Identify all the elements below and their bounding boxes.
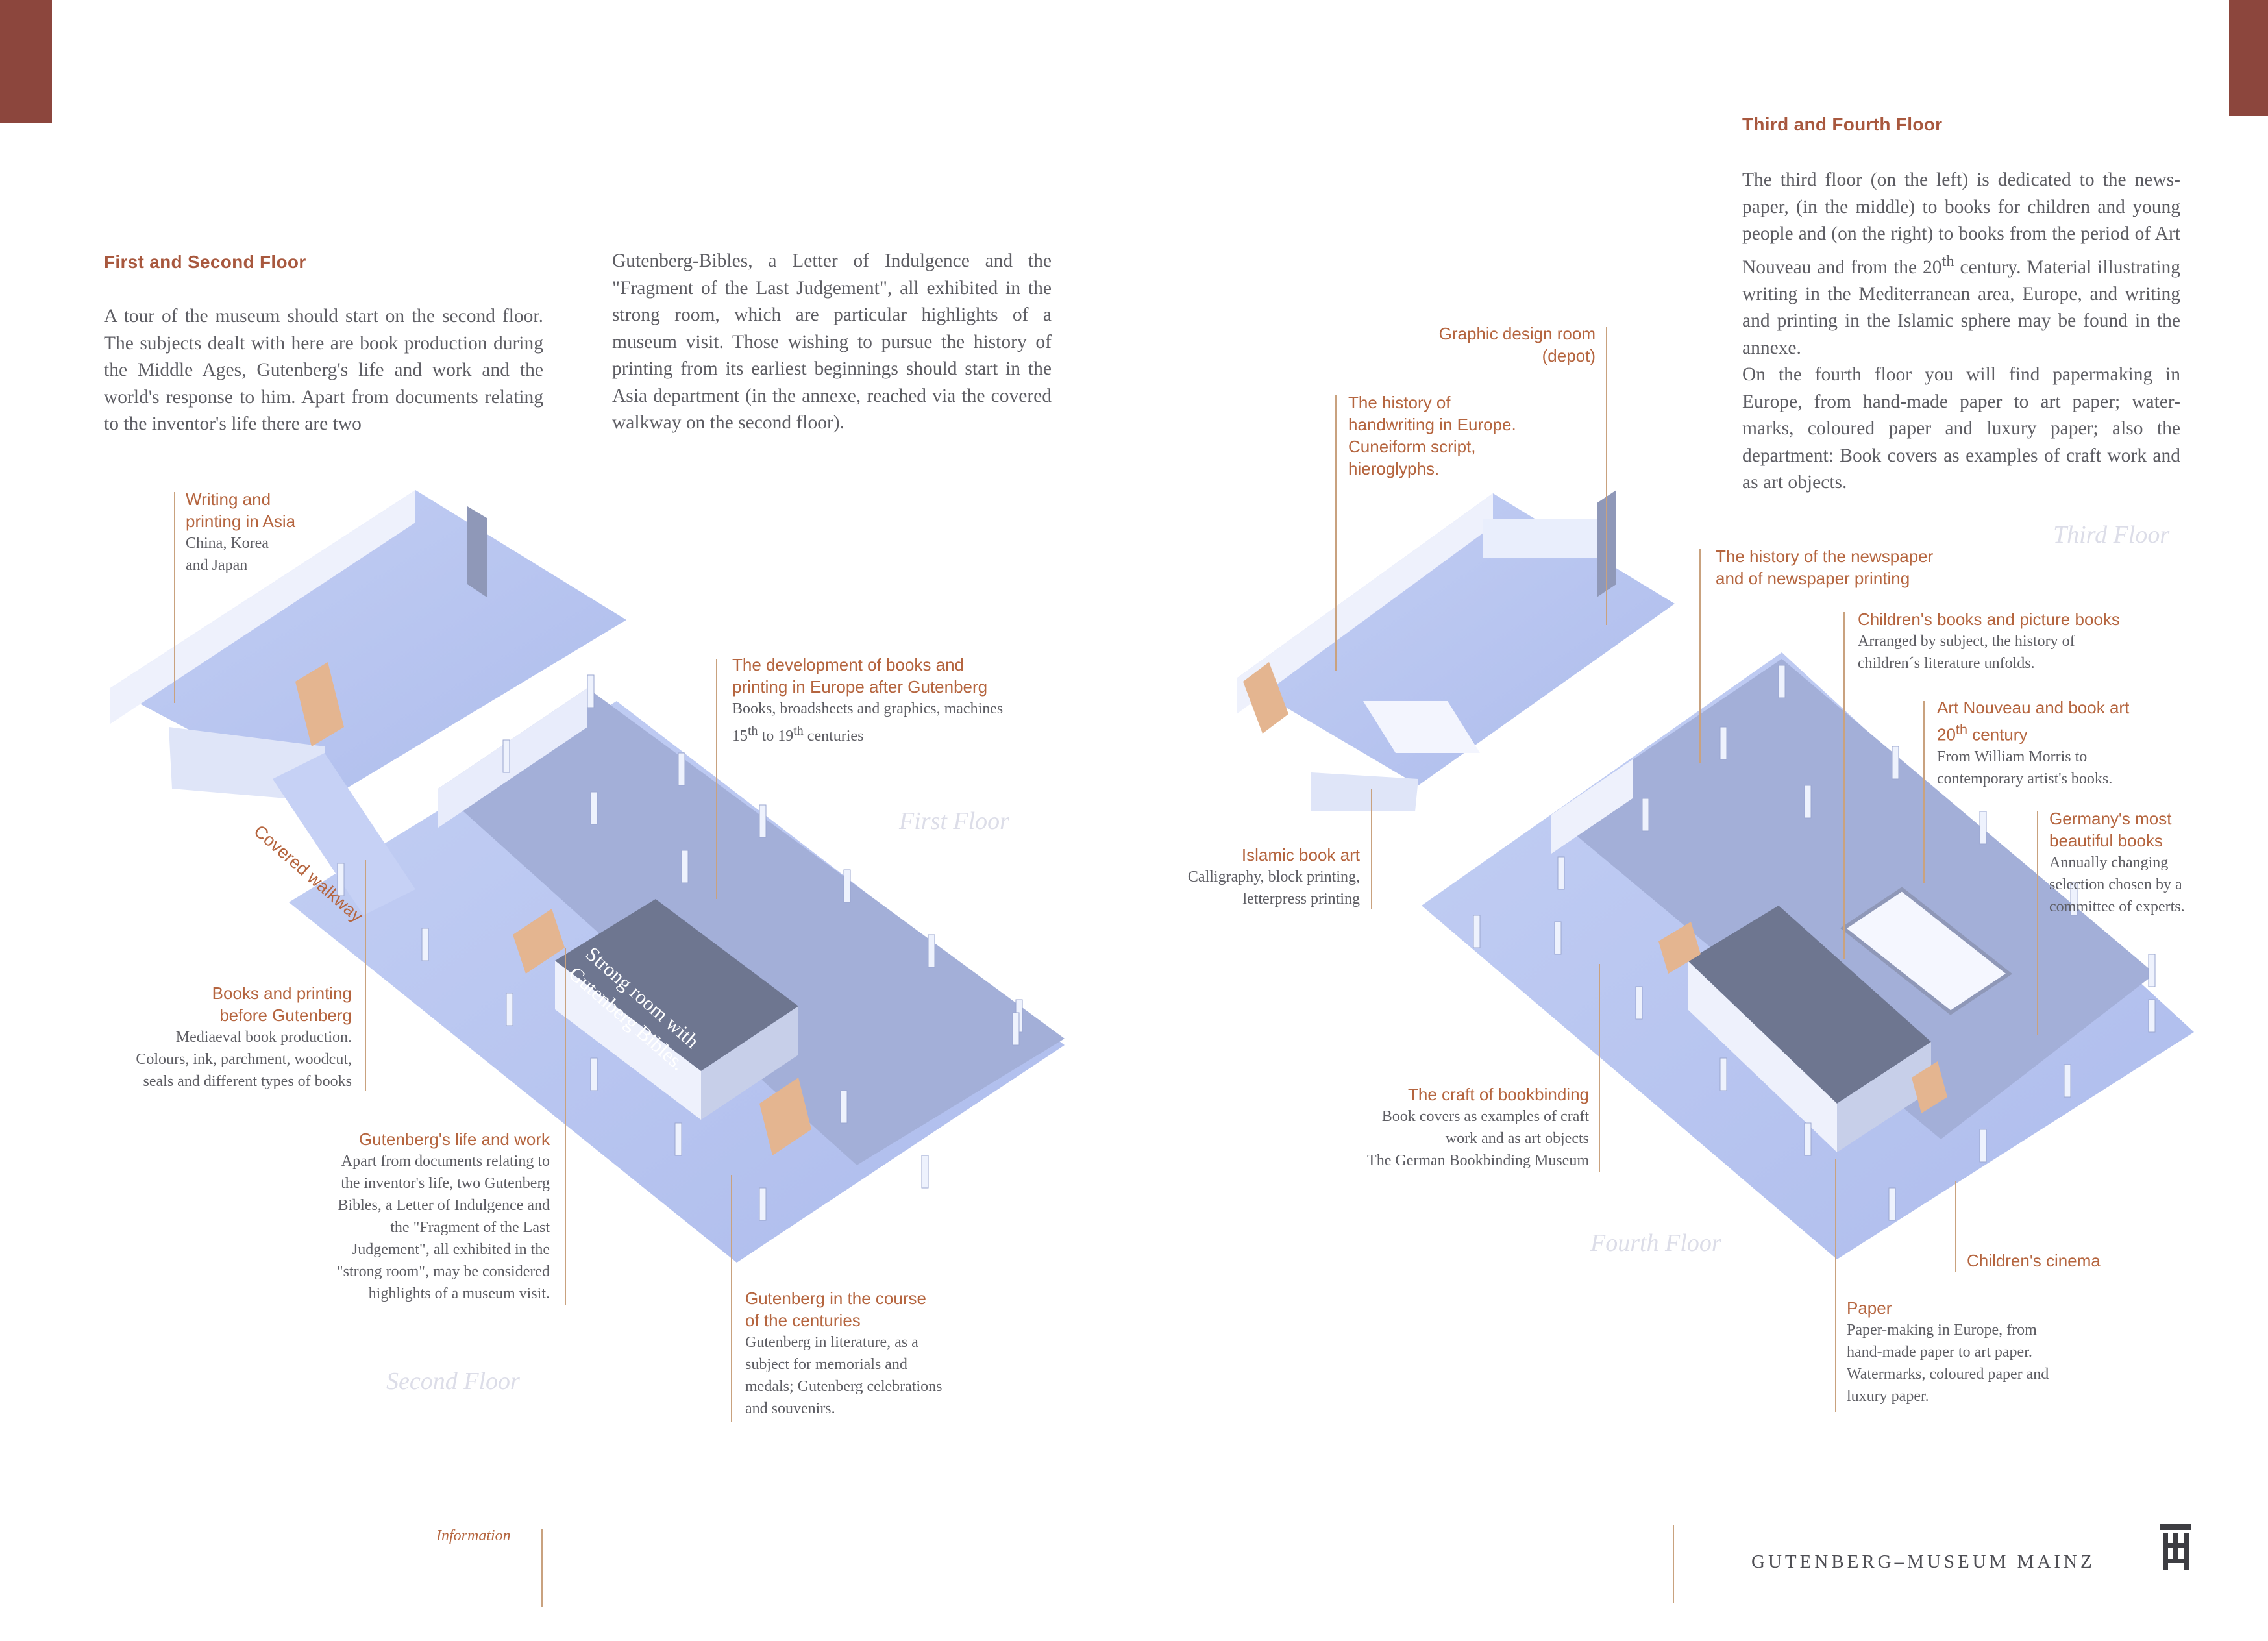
art-nouveau-line1: Art Nouveau and book art xyxy=(1937,698,2130,717)
fourth-floor-label: Fourth Floor xyxy=(1590,1229,1721,1257)
callout-newspaper: The history of the newspaper and of news… xyxy=(1716,545,1933,589)
leader-islamic xyxy=(1371,789,1372,909)
art-nouveau-num: 20 xyxy=(1937,724,1956,745)
callout-art-nouveau-title: Art Nouveau and book art 20th century xyxy=(1937,697,2129,746)
callout-before-title: Books and printing before Gutenberg xyxy=(212,983,352,1025)
leader-cinema xyxy=(1955,1181,1956,1272)
leader-before xyxy=(365,860,366,1091)
leader-life xyxy=(565,948,566,1305)
leader-development xyxy=(716,659,717,899)
callout-bookbinding-title: The craft of bookbinding xyxy=(1408,1085,1589,1104)
annex-asia-plate xyxy=(110,490,626,802)
callout-germany: Germany's most beautiful books Annually … xyxy=(2049,808,2185,918)
callout-cinema: Children's cinema xyxy=(1967,1250,2101,1272)
right-heading: Third and Fourth Floor xyxy=(1742,114,1943,134)
callout-children-books-desc: Arranged by subject, the history of chil… xyxy=(1858,633,2075,672)
leader-bookbinding xyxy=(1599,964,1600,1172)
leader-art-nouveau xyxy=(1923,701,1925,883)
first-floor-label: First Floor xyxy=(899,808,1009,835)
callout-before-desc: Mediaeval book production. Colours, ink,… xyxy=(136,1029,352,1090)
third-floor-plate xyxy=(1551,659,2155,1139)
century-to-word: to xyxy=(761,728,774,745)
callout-bookbinding: The craft of bookbinding Book covers as … xyxy=(1292,1083,1589,1172)
callout-children-books: Children's books and picture books Arran… xyxy=(1858,608,2120,674)
callout-centuries-desc: Gutenberg in literature, as a subject fo… xyxy=(745,1334,943,1417)
children-section-block xyxy=(1688,906,1931,1104)
footer-museum-name: GUTENBERG–MUSEUM MAINZ xyxy=(1751,1551,2095,1572)
callout-paper: Paper Paper-making in Europe, from hand-… xyxy=(1847,1297,2049,1407)
right-body-text: The third floor (on the left) is dedicat… xyxy=(1742,167,2180,497)
right-body-part2: century. Material illustrating writing i… xyxy=(1742,256,2180,358)
callout-life-title: Gutenberg's life and work xyxy=(358,1129,550,1149)
right-body-sup: th xyxy=(1941,252,1954,270)
leader-germany xyxy=(2037,811,2038,1035)
third-floor-label: Third Floor xyxy=(2053,521,2170,549)
callout-children-books-title: Children's books and picture books xyxy=(1858,610,2120,629)
callout-life-desc: Apart from documents relating to the inv… xyxy=(336,1153,550,1302)
right-body-para2: On the fourth floor you will find paperm… xyxy=(1742,364,2180,493)
callout-art-nouveau: Art Nouveau and book art 20th century Fr… xyxy=(1937,697,2129,790)
callout-before: Books and printing before Gutenberg Medi… xyxy=(65,982,352,1092)
callout-islamic-desc: Calligraphy, block printing, letterpress… xyxy=(1187,869,1360,907)
callout-development: The development of books and printing in… xyxy=(732,654,1003,747)
callout-bookbinding-desc: Book covers as examples of craft work an… xyxy=(1367,1108,1589,1169)
footer-right-rule xyxy=(1673,1525,1674,1603)
leader-graphic xyxy=(1606,327,1607,625)
callout-cinema-title: Children's cinema xyxy=(1967,1251,2101,1270)
callout-paper-desc: Paper-making in Europe, from hand-made p… xyxy=(1847,1322,2049,1405)
corner-tab-right xyxy=(2229,0,2268,116)
callout-germany-desc: Annually changing selection chosen by a … xyxy=(2049,854,2185,915)
century-from: 15 xyxy=(732,728,748,745)
right-body-part1: The third floor (on the left) is dedicat… xyxy=(1742,169,2180,278)
callout-asia: Writing and printing in Asia China, Kore… xyxy=(186,488,295,576)
callout-centuries-title: Gutenberg in the course of the centuries xyxy=(745,1289,926,1330)
callout-asia-desc: China, Korea and Japan xyxy=(186,535,269,574)
callout-development-desc: Books, broadsheets and graphics, machine… xyxy=(732,700,1004,717)
callout-germany-title: Germany's most beautiful books xyxy=(2049,809,2172,850)
century-to-sup: th xyxy=(793,724,804,738)
callout-newspaper-title: The history of the newspaper and of news… xyxy=(1716,547,1934,588)
leader-children-books xyxy=(1843,612,1845,959)
callout-handwriting: The history of handwriting in Europe. Cu… xyxy=(1348,391,1516,480)
callout-graphic: Graphic design room (depot) xyxy=(1331,323,1596,367)
leader-asia xyxy=(174,492,175,703)
third-floor-annex-plate xyxy=(1237,493,1675,785)
leader-handwriting xyxy=(1335,395,1337,671)
callout-graphic-title: Graphic design room (depot) xyxy=(1438,324,1596,365)
art-nouveau-rest: century xyxy=(1967,724,2028,745)
century-to: 19 xyxy=(778,728,794,745)
atrium-opening xyxy=(1840,887,2013,1015)
covered-walkway xyxy=(273,753,415,915)
callout-development-centuries: 15th to 19th centuries xyxy=(732,720,1003,747)
left-col1-text: A tour of the museum should start on the… xyxy=(104,306,543,434)
callout-development-title: The development of books and printing in… xyxy=(732,655,988,697)
callout-paper-title: Paper xyxy=(1847,1298,1892,1318)
footer-left-rule xyxy=(541,1529,543,1607)
callout-handwriting-title: The history of handwriting in Europe. Cu… xyxy=(1348,393,1516,478)
century-from-sup: th xyxy=(748,724,758,738)
second-floor-label: Second Floor xyxy=(386,1368,520,1395)
leader-paper xyxy=(1835,1159,1836,1412)
art-nouveau-sup: th xyxy=(1955,721,1967,737)
callout-life: Gutenberg's life and work Apart from doc… xyxy=(253,1128,550,1305)
callout-asia-title: Writing and printing in Asia xyxy=(186,489,296,531)
strong-room-block xyxy=(555,899,798,1071)
callout-art-nouveau-desc: From William Morris to contemporary arti… xyxy=(1937,748,2113,787)
footer-information: Information xyxy=(436,1527,511,1544)
callout-islamic-title: Islamic book art xyxy=(1241,845,1360,865)
corner-tab-left xyxy=(0,0,52,123)
leader-newspaper xyxy=(1699,549,1701,763)
left-heading: First and Second Floor xyxy=(104,252,306,272)
callout-centuries: Gutenberg in the course of the centuries… xyxy=(745,1287,942,1420)
museum-logo-icon xyxy=(2160,1524,2191,1570)
leader-centuries xyxy=(731,1175,732,1422)
left-col2-text: Gutenberg-Bibles, a Letter of Indulgence… xyxy=(612,251,1052,433)
century-word: centuries xyxy=(807,728,864,745)
callout-islamic: Islamic book art Calligraphy, block prin… xyxy=(1129,844,1360,910)
